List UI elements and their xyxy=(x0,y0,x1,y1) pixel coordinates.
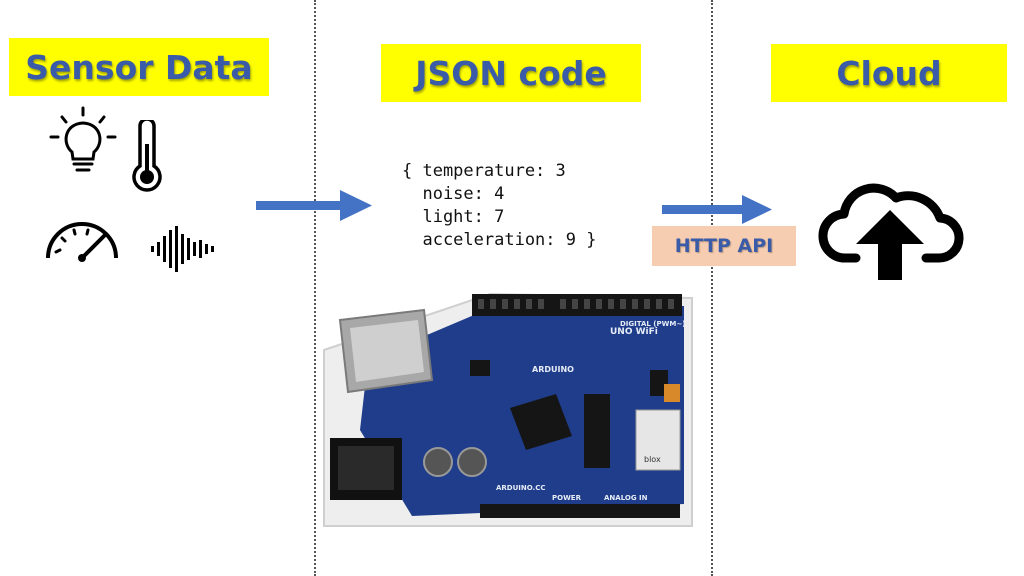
cloud-upload-icon xyxy=(818,183,964,280)
json-code-block: { temperature: 3 noise: 4 light: 7 accel… xyxy=(402,160,596,252)
http-api-label: HTTP API xyxy=(652,226,796,266)
lightbulb-icon xyxy=(49,106,117,172)
cloud-title: Cloud xyxy=(771,44,1007,102)
flow-arrow-json-to-cloud xyxy=(662,195,772,224)
json-code-line: noise: 4 xyxy=(402,184,505,204)
flow-arrow-sensor-to-json xyxy=(256,190,372,221)
json-code-line: acceleration: 9 } xyxy=(402,230,597,250)
board-model-label: UNO WiFi xyxy=(610,327,658,337)
module-brand-label: blox xyxy=(644,455,661,464)
board-power-label: POWER xyxy=(552,494,582,502)
sound-wave-icon xyxy=(151,226,214,272)
thermometer-icon xyxy=(132,120,162,192)
json-code-title: JSON code xyxy=(381,44,641,102)
sensor-data-title: Sensor Data xyxy=(9,38,269,96)
column-divider-left xyxy=(314,0,316,576)
speedometer-icon xyxy=(46,222,118,262)
column-divider-right xyxy=(711,0,713,576)
board-digital-label: DIGITAL (PWM~) xyxy=(620,320,685,328)
board-site-label: ARDUINO.CC xyxy=(496,484,546,492)
arduino-board-image: DIGITAL (PWM~) ARDUINO UNO WiFi blox ARD… xyxy=(323,292,693,527)
board-analog-label: ANALOG IN xyxy=(604,494,648,502)
json-code-line: { temperature: 3 xyxy=(402,161,566,181)
board-brand-label: ARDUINO xyxy=(532,365,574,374)
json-code-line: light: 7 xyxy=(402,207,505,227)
